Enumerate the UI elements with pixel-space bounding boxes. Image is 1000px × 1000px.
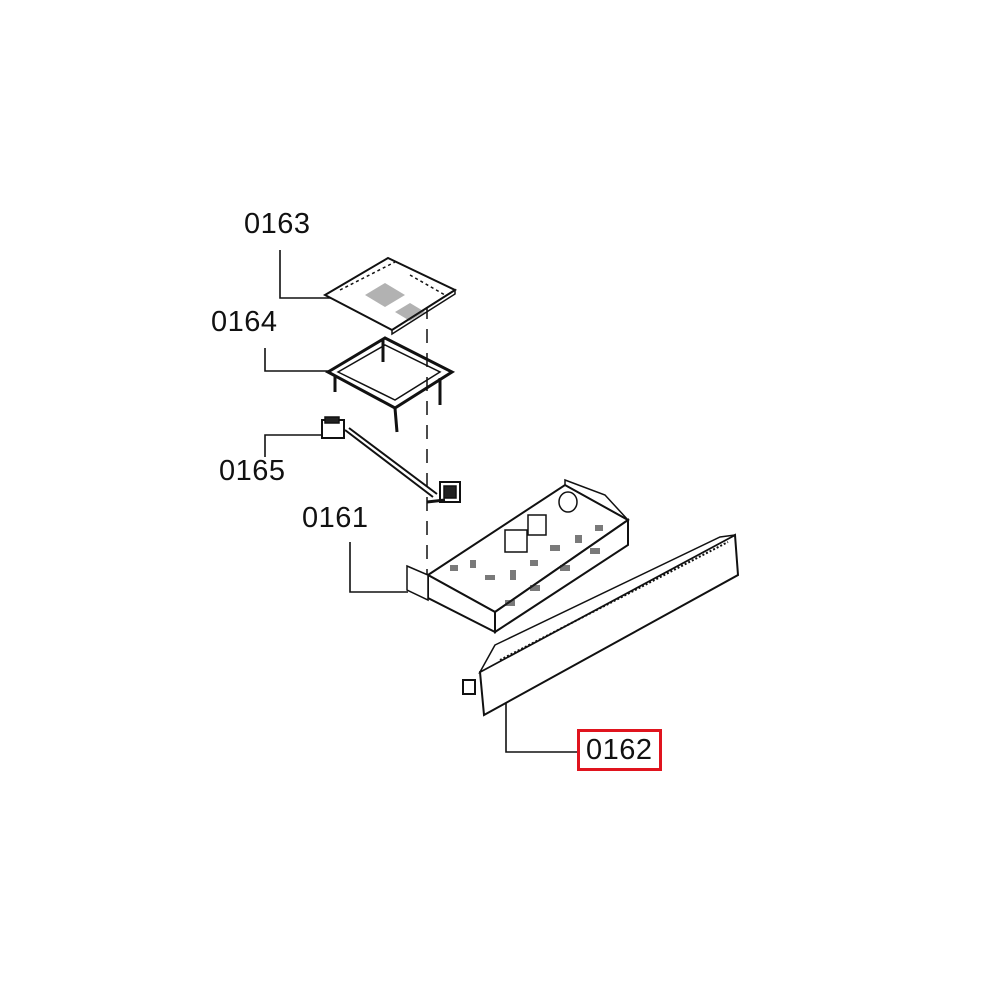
leader-0163 [279,250,336,299]
part-0161-control-module [406,478,630,634]
leader-0164 [264,348,330,372]
part-0163-board [322,256,458,336]
leader-0165 [264,434,322,457]
part-label-0161[interactable]: 0161 [302,502,369,534]
leader-0162 [505,700,578,753]
part-label-0163[interactable]: 0163 [244,208,311,240]
part-label-0162-highlighted[interactable]: 0162 [577,729,662,771]
part-0164-frame [324,336,456,433]
part-0162-front-panel [462,533,740,717]
part-label-0165[interactable]: 0165 [219,455,286,487]
part-label-0164[interactable]: 0164 [211,306,278,338]
leader-0161 [349,542,408,593]
part-0165-cable [321,416,461,504]
leader-lines [264,250,578,753]
